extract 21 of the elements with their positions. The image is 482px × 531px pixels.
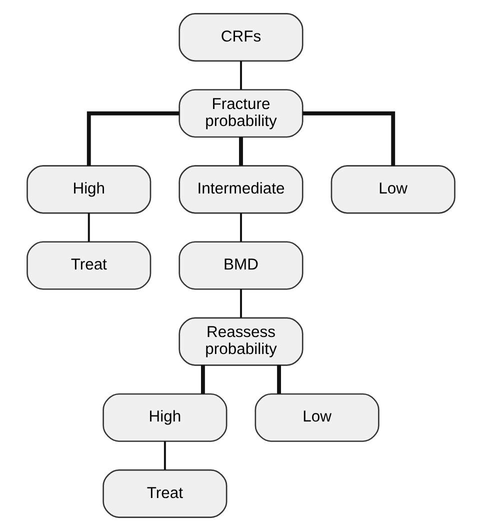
node-box: Intermediate [178, 165, 304, 214]
node-box: High [102, 393, 228, 442]
node-box: High [26, 165, 152, 214]
node-box: Low [330, 165, 456, 214]
node-box: Treat [26, 241, 152, 290]
connector [86, 111, 180, 166]
node-box: Low [254, 393, 380, 442]
connector [201, 365, 205, 394]
connector [164, 441, 166, 470]
connector [240, 289, 242, 318]
connector [277, 365, 281, 394]
connector [302, 111, 396, 166]
node-box: CRFs [178, 13, 304, 62]
connector [240, 60, 242, 90]
node-box: Treat [102, 469, 228, 518]
connector [88, 213, 90, 242]
node-box: BMD [178, 241, 304, 290]
node-box: Fracture probability [178, 89, 304, 138]
node-box: Reassess probability [178, 317, 304, 366]
connector [240, 213, 242, 242]
connector [239, 137, 243, 166]
